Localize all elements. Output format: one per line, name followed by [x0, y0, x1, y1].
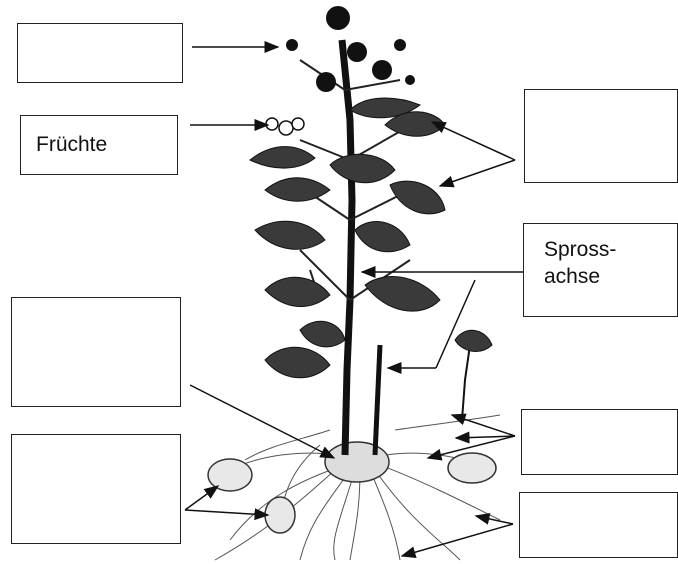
label-box-stem[interactable]: Spross- achse [523, 223, 678, 317]
label-box-new-tubers[interactable] [11, 434, 181, 544]
label-box-fruits[interactable]: Früchte [20, 115, 178, 175]
leaves [250, 98, 492, 378]
seed-tuber [325, 442, 389, 482]
fruits [266, 118, 304, 135]
label-fruits: Früchte [36, 131, 107, 158]
label-stem: Spross- achse [544, 236, 616, 290]
label-box-stolons[interactable] [521, 409, 678, 475]
label-box-seed-tuber[interactable] [11, 297, 181, 407]
label-box-roots[interactable] [519, 492, 678, 558]
label-box-leaves[interactable] [524, 89, 678, 183]
label-box-flowers[interactable] [17, 23, 183, 83]
flowers [286, 6, 415, 92]
roots [215, 415, 500, 560]
